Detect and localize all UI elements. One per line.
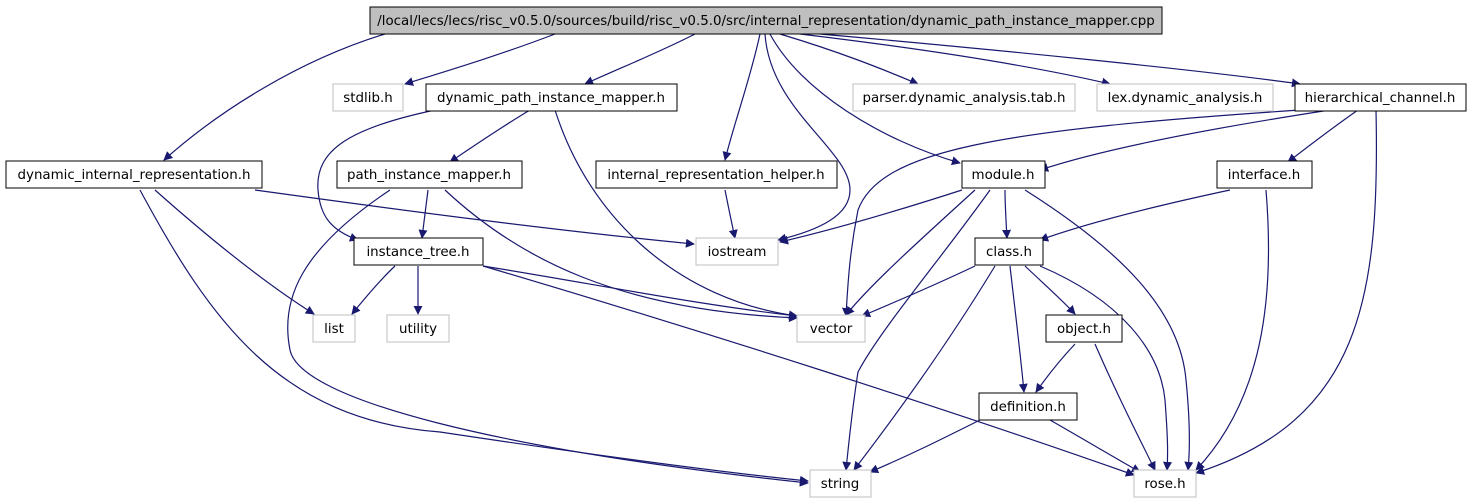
edge-dpim-itree [317, 109, 436, 242]
node-class[interactable]: class.h [974, 237, 1044, 266]
node-utility[interactable]: utility [386, 314, 450, 343]
edge-module-string [842, 189, 991, 471]
node-rose-label: rose.h [1144, 477, 1185, 492]
node-parser-dynamic-analysis[interactable]: parser.dynamic_analysis.tab.h [852, 83, 1076, 112]
edge-root-parser [779, 33, 919, 86]
node-root-file[interactable]: /local/lecs/lecs/risc_v0.5.0/sources/bui… [369, 6, 1163, 35]
edge-root-dpim [584, 33, 696, 85]
edge-irh-iostream [724, 189, 738, 239]
node-object-label: object.h [1057, 322, 1111, 337]
node-object[interactable]: object.h [1045, 314, 1123, 343]
edge-root-dir [163, 33, 386, 161]
edge-class-string [853, 265, 996, 471]
node-definition-label: definition.h [990, 400, 1066, 415]
node-module-label: module.h [972, 168, 1035, 183]
node-irh-label: internal_representation_helper.h [607, 168, 824, 183]
edge-hier-vector [841, 109, 1301, 317]
edge-module-vector [845, 189, 976, 316]
edge-class-rose [1039, 265, 1173, 471]
node-vector-label: vector [810, 322, 853, 337]
node-string[interactable]: string [809, 469, 872, 498]
edge-dpim-pim [449, 109, 531, 163]
edge-module-rose [1024, 189, 1194, 471]
edge-itree-list [351, 265, 396, 315]
node-pim-label: path_instance_mapper.h [347, 168, 511, 183]
edge-interface-class [1039, 189, 1231, 242]
node-parser-label: parser.dynamic_analysis.tab.h [862, 91, 1065, 106]
node-definition[interactable]: definition.h [978, 392, 1078, 421]
edge-hier-rose [1195, 109, 1378, 475]
node-string-label: string [821, 477, 859, 492]
node-internal-representation-helper[interactable]: internal_representation_helper.h [595, 160, 838, 189]
edge-root-iostream [764, 33, 851, 243]
edge-root-lex [799, 33, 1111, 87]
edge-hier-interface [1287, 109, 1359, 163]
node-dir-label: dynamic_internal_representation.h [18, 168, 251, 183]
node-stdlib[interactable]: stdlib.h [332, 83, 404, 112]
node-itree-label: instance_tree.h [366, 245, 469, 260]
nodes: /local/lecs/lecs/risc_v0.5.0/sources/bui… [5, 6, 1467, 498]
edge-itree-vector [482, 265, 798, 320]
edge-pim-itree [418, 189, 429, 239]
node-hierarchical-channel[interactable]: hierarchical_channel.h [1294, 83, 1467, 112]
node-module[interactable]: module.h [961, 160, 1046, 189]
node-vector[interactable]: vector [796, 314, 866, 343]
node-interface-label: interface.h [1228, 168, 1300, 183]
edges [139, 33, 1378, 487]
edge-definition-rose [1049, 419, 1141, 473]
edge-module-iostream [779, 189, 963, 245]
edge-pim-string [287, 189, 809, 487]
edge-root-module [769, 33, 961, 166]
node-rose[interactable]: rose.h [1133, 469, 1197, 498]
edge-class-object [1024, 265, 1076, 315]
node-path-instance-mapper[interactable]: path_instance_mapper.h [336, 160, 523, 189]
edge-class-vector [861, 265, 976, 318]
node-dpim-label: dynamic_path_instance_mapper.h [437, 91, 665, 106]
node-list[interactable]: list [312, 314, 356, 343]
node-lex-dynamic-analysis[interactable]: lex.dynamic_analysis.h [1096, 83, 1274, 112]
node-interface[interactable]: interface.h [1216, 160, 1313, 189]
node-dynamic-path-instance-mapper[interactable]: dynamic_path_instance_mapper.h [425, 83, 678, 112]
edge-object-rose [1094, 343, 1156, 471]
edge-root-irh [722, 33, 761, 161]
edge-dir-iostream [254, 189, 695, 248]
edge-module-class [1002, 189, 1012, 239]
node-dynamic-internal-representation[interactable]: dynamic_internal_representation.h [5, 160, 263, 189]
node-instance-tree[interactable]: instance_tree.h [353, 237, 484, 266]
edge-dir-list [154, 189, 315, 315]
node-class-label: class.h [986, 245, 1032, 260]
node-stdlib-label: stdlib.h [343, 91, 392, 106]
edge-dir-string [139, 189, 809, 485]
edge-pim-vector [444, 189, 798, 323]
node-lex-label: lex.dynamic_analysis.h [1108, 91, 1263, 106]
edge-root-hier [819, 33, 1301, 88]
edge-definition-string [869, 419, 981, 473]
node-root-label: /local/lecs/lecs/risc_v0.5.0/sources/bui… [377, 14, 1155, 29]
edge-hier-module [1039, 109, 1331, 172]
node-list-label: list [324, 322, 344, 337]
node-iostream-label: iostream [708, 245, 767, 260]
edge-class-definition [1009, 265, 1028, 393]
edge-dpim-vector [554, 109, 798, 320]
edge-object-definition [1035, 343, 1076, 393]
edge-interface-rose [1195, 189, 1270, 471]
edge-itree-rose [482, 265, 1135, 477]
node-hier-label: hierarchical_channel.h [1305, 91, 1456, 106]
node-utility-label: utility [399, 322, 437, 337]
node-iostream[interactable]: iostream [695, 237, 779, 266]
edge-root-stdlib [404, 33, 556, 86]
